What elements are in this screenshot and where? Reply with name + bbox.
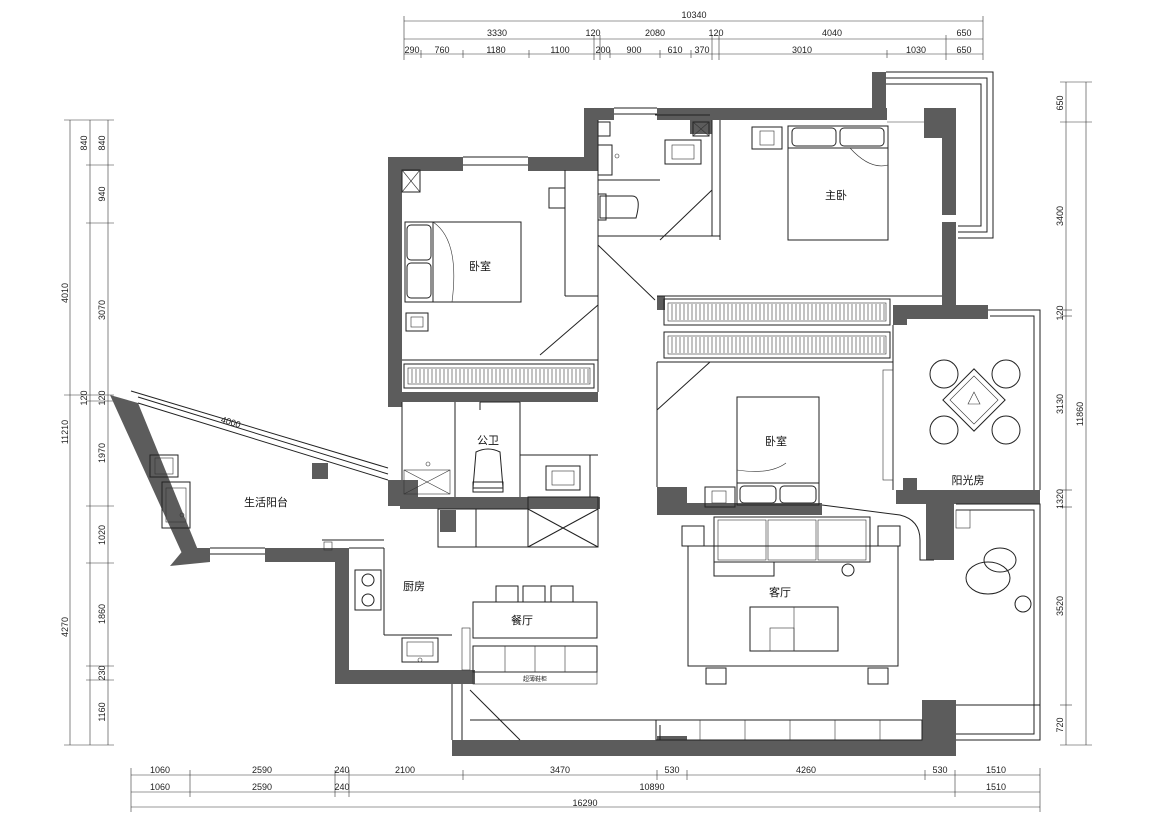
dim-left-inner-8: 1160 (97, 702, 107, 721)
sofa (713, 516, 871, 563)
dim-right-inner-2: 1320 (1055, 489, 1065, 509)
dim-top-r2-8: 3010 (792, 45, 812, 55)
room-label-bedroom-right: 卧室 (765, 434, 787, 448)
dim-top-r2-9: 1030 (906, 45, 926, 55)
tv-cabinet (655, 719, 923, 741)
dim-top-r2-1: 760 (434, 45, 449, 55)
room-labels: 主卧 卧室 卧室 公卫 生活阳台 厨房 餐厅 客厅 阳光房 超薄鞋柜 4000 (220, 189, 985, 683)
room-label-sunroom: 阳光房 (952, 473, 985, 487)
dim-bot-total: 16290 (572, 798, 597, 808)
room-label-kitchen: 厨房 (403, 580, 425, 593)
dim-right-outer-3: 3520 (1055, 596, 1065, 616)
dim-top-r2-7: 370 (694, 45, 709, 55)
dim-left-inner-4: 1970 (97, 443, 107, 463)
dim-bot-r1-3: 2100 (395, 765, 415, 775)
dim-top-r2-3: 1100 (550, 45, 569, 55)
dim-bot-r1-6: 4260 (796, 765, 816, 775)
dim-left-inner-7: 230 (97, 665, 107, 680)
dim-top-r2-4: 200 (595, 45, 610, 55)
sunroom-table-set (929, 359, 1021, 445)
dim-top-r2-6: 610 (667, 45, 682, 55)
top-dimensions: 10340 3330 120 2080 120 4040 650 290 760… (403, 10, 984, 60)
dim-top-r2-10: 650 (956, 45, 971, 55)
bed-left (404, 221, 522, 303)
room-label-bedroom-left: 卧室 (469, 259, 491, 273)
dim-bot-r1-8: 1510 (986, 765, 1006, 775)
dim-bot-r2-2: 240 (334, 782, 349, 792)
dim-top-r1-3: 120 (708, 28, 723, 38)
dim-right-outer-1: 3400 (1055, 206, 1065, 226)
room-label-utility-balcony: 生活阳台 (244, 495, 288, 509)
dim-top-r2-0: 290 (404, 45, 419, 55)
dim-left-outer-1: 11210 (60, 420, 70, 444)
cooktop (354, 569, 382, 611)
dim-top-r2-5: 900 (626, 45, 641, 55)
bed-master (787, 125, 889, 241)
dim-bot-r1-5: 530 (664, 765, 679, 775)
dim-left-outer-2: 4270 (60, 617, 70, 637)
dim-top-r1-0: 3330 (487, 28, 507, 38)
dim-top-r1-5: 650 (956, 28, 971, 38)
dim-left-inner-6: 1860 (97, 604, 107, 624)
left-dimensions: 4010 11210 4270 840 120 840 940 3070 120… (60, 119, 114, 746)
room-label-master-bedroom: 主卧 (825, 189, 847, 202)
dim-bot-r1-4: 3470 (550, 765, 570, 775)
room-label-public-bath: 公卫 (477, 434, 499, 447)
dim-top-total: 10340 (681, 10, 706, 20)
walls (110, 72, 1040, 756)
dim-bot-r2-4: 1510 (986, 782, 1006, 792)
dim-left-outer-0: 4010 (60, 283, 70, 303)
wardrobe-right-top (663, 298, 891, 326)
dim-right-outer-4: 720 (1055, 717, 1065, 732)
dim-bot-r1-7: 530 (932, 765, 947, 775)
bottom-dimensions: 1060 2590 240 2100 3470 530 4260 530 151… (130, 765, 1041, 812)
right-dimensions: 650 3400 11860 3520 720 120 3130 1320 (1055, 81, 1092, 746)
dim-bot-r1-0: 1060 (150, 765, 170, 775)
wardrobe-left (403, 363, 595, 389)
dim-left-extra-0: 840 (79, 135, 89, 150)
dim-top-r1-4: 4040 (822, 28, 842, 38)
dim-bot-r1-2: 240 (334, 765, 349, 775)
bed-right (736, 396, 820, 506)
dim-bot-r2-1: 2590 (252, 782, 272, 792)
dim-left-inner-2: 3070 (97, 300, 107, 320)
dim-balcony-length: 4000 (220, 414, 242, 429)
dim-right-outer-0: 650 (1055, 95, 1065, 110)
dim-left-extra-1: 120 (79, 390, 89, 405)
dim-top-r1-2: 2080 (645, 28, 665, 38)
dim-left-inner-1: 940 (97, 186, 107, 201)
label-cabinet-note: 超薄鞋柜 (523, 675, 547, 683)
room-label-living: 客厅 (769, 585, 791, 599)
dim-left-inner-0: 840 (97, 135, 107, 150)
dim-right-inner-1: 3130 (1055, 394, 1065, 414)
dining-table (472, 601, 598, 639)
dim-top-r2-2: 1180 (486, 45, 505, 55)
dim-bot-r1-1: 2590 (252, 765, 272, 775)
dim-right-inner-0: 120 (1055, 305, 1065, 320)
dim-left-inner-5: 1020 (97, 525, 107, 545)
dim-right-outer-2: 11860 (1075, 402, 1085, 426)
room-label-dining: 餐厅 (511, 613, 533, 627)
dim-bot-r2-0: 1060 (150, 782, 170, 792)
living-rug (687, 545, 899, 667)
dim-bot-r2-3: 10890 (639, 782, 664, 792)
kitchen-sink (401, 637, 439, 663)
furniture (149, 121, 1032, 741)
dim-top-r1-1: 120 (585, 28, 600, 38)
dim-left-inner-3: 120 (97, 390, 107, 405)
interior-lines (130, 71, 1041, 741)
wardrobe-right-bottom (663, 331, 891, 359)
